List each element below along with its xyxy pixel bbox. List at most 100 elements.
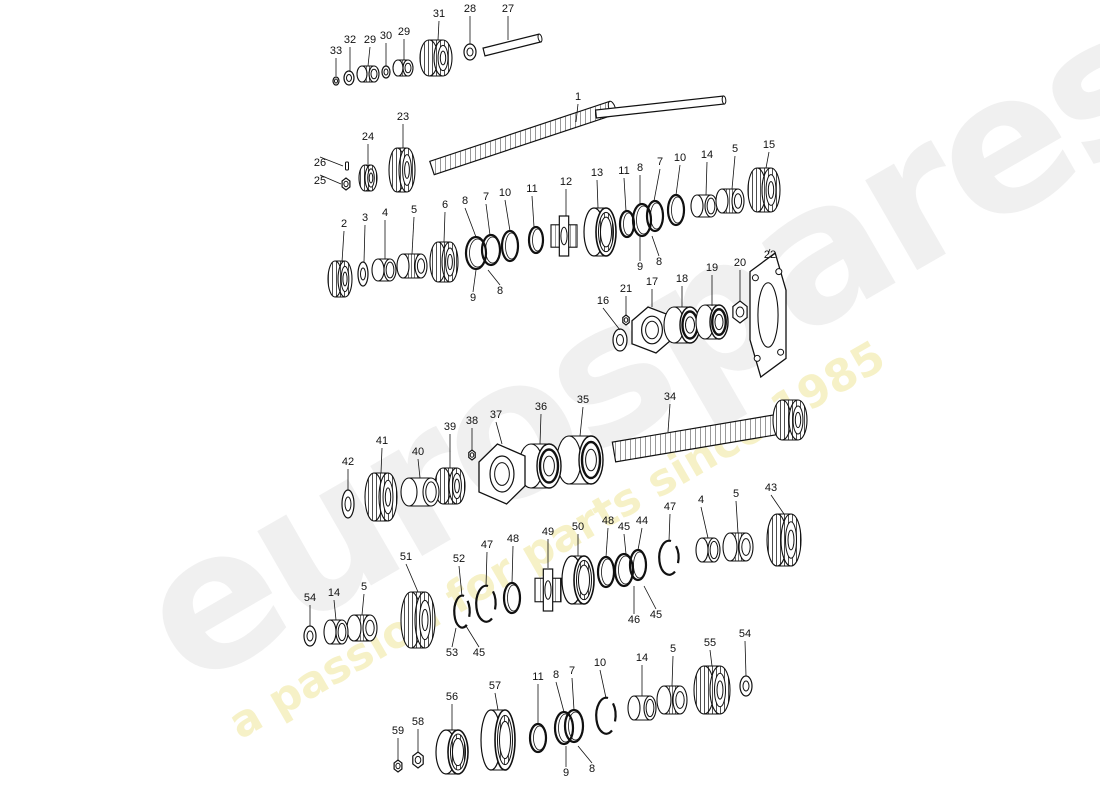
callout-24: 24 [362, 131, 374, 143]
part-5-bearing-b [715, 188, 745, 214]
part-59-nut [393, 759, 403, 773]
callout-30: 30 [380, 30, 392, 42]
part-7-ring-a [480, 233, 502, 267]
callout-45: 45 [618, 521, 630, 533]
callout-20: 20 [734, 257, 746, 269]
leader-line [671, 655, 674, 687]
part-28-washer [463, 43, 477, 61]
callout-52: 52 [453, 553, 465, 565]
callout-57: 57 [489, 680, 501, 692]
callout-31: 31 [433, 8, 445, 20]
callout-47: 47 [664, 501, 676, 513]
part-55-gear [693, 665, 731, 715]
part-4-sleeve-b [695, 537, 721, 563]
leader-line [380, 447, 383, 474]
part-54-washer-a [303, 625, 317, 647]
callout-41: 41 [376, 435, 388, 447]
part-57-synchro [480, 709, 516, 771]
leader-line [464, 207, 477, 238]
part-17-flange [631, 306, 673, 354]
callout-11: 11 [618, 165, 629, 177]
leader-line [437, 20, 440, 41]
callout-2: 2 [341, 218, 347, 230]
part-16-washer [612, 328, 628, 352]
part-1-mainshaft-tip [594, 95, 727, 119]
callout-7: 7 [569, 665, 575, 677]
part-30-washer [381, 65, 391, 79]
callout-56: 56 [446, 691, 458, 703]
leader-line [451, 627, 457, 648]
callout-48: 48 [602, 515, 614, 527]
leader-line [472, 269, 477, 293]
part-11-ring-c [528, 722, 548, 754]
leader-line [709, 649, 713, 667]
part-27-shaft [482, 33, 543, 57]
callout-7: 7 [483, 191, 489, 203]
callout-8: 8 [462, 195, 468, 207]
leader-line [668, 513, 671, 542]
part-34-pinion [772, 399, 808, 441]
part-13-synchro [583, 207, 617, 257]
leader-line [465, 625, 480, 648]
leader-line [770, 494, 785, 515]
part-41-gear [364, 472, 398, 522]
leader-line [458, 565, 463, 597]
callout-43: 43 [765, 482, 777, 494]
part-47-ring-a [658, 539, 680, 576]
leader-line [405, 563, 419, 593]
part-22-gasket [749, 251, 787, 379]
callout-5: 5 [361, 581, 367, 593]
callout-10: 10 [499, 187, 511, 199]
callout-5: 5 [732, 143, 738, 155]
leader-line [765, 151, 770, 169]
part-26-pin [345, 161, 349, 171]
leader-line [363, 224, 366, 263]
part-29-bearing-a [392, 59, 414, 77]
callout-38: 38 [466, 415, 478, 427]
part-12-hub [550, 215, 578, 257]
part-5-bearing-c [722, 532, 754, 562]
part-2-gear [327, 260, 353, 298]
leader-line [485, 203, 491, 236]
part-19-bearing [695, 304, 729, 340]
part-29-bearing-b [356, 65, 380, 83]
callout-11: 11 [532, 671, 543, 683]
leader-line [705, 161, 708, 196]
part-39-gear [434, 467, 466, 505]
part-4-sleeve [371, 258, 397, 282]
callout-45: 45 [473, 647, 485, 659]
callout-12: 12 [560, 176, 572, 188]
callout-5: 5 [670, 643, 676, 655]
part-20-nut [732, 300, 748, 324]
callout-51: 51 [400, 551, 412, 563]
leader-line [333, 599, 337, 621]
part-10-ring-a [500, 229, 520, 263]
callout-32: 32 [344, 34, 356, 46]
callout-58: 58 [412, 716, 424, 728]
part-42-washer [341, 489, 355, 519]
leader-line [744, 640, 747, 677]
leader-line [495, 421, 503, 445]
part-23-gear [388, 147, 416, 193]
leader-line [504, 199, 511, 232]
callout-16: 16 [597, 295, 609, 307]
callout-55: 55 [704, 637, 716, 649]
callout-34: 34 [664, 391, 676, 403]
callout-8: 8 [553, 669, 559, 681]
callout-23: 23 [397, 111, 409, 123]
callout-14: 14 [701, 149, 713, 161]
callout-40: 40 [412, 446, 424, 458]
leader-line [487, 269, 501, 286]
part-24-gear [358, 164, 378, 192]
part-15-gear [747, 167, 781, 213]
callout-48: 48 [507, 533, 519, 545]
leader-line [602, 307, 621, 331]
callout-11: 11 [526, 183, 537, 195]
part-7-ring-b [645, 199, 665, 233]
leader-line [367, 46, 371, 67]
part-14-sleeve-c [627, 695, 657, 721]
callout-19: 19 [706, 262, 718, 274]
callout-14: 14 [636, 652, 648, 664]
